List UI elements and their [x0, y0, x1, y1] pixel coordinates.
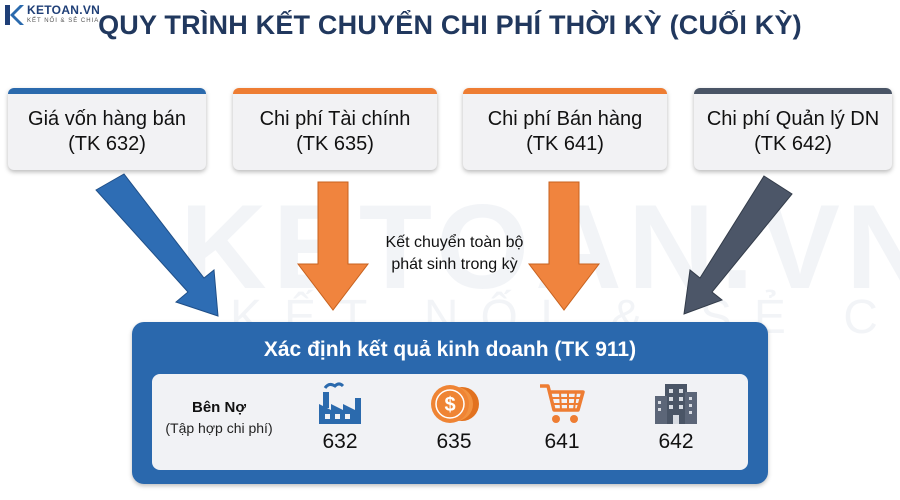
account-number: 635	[436, 430, 472, 453]
source-label: Giá vốn hàng bán	[28, 108, 186, 130]
source-code: (TK 641)	[526, 133, 604, 155]
arrow-642	[683, 175, 793, 315]
source-label: Chi phí Bán hàng	[487, 108, 643, 130]
logo-text: KETOAN.VN	[27, 3, 101, 17]
account-number: 642	[658, 430, 694, 453]
factory-icon	[319, 382, 361, 424]
debit-side-panel: Bên Nợ (Tập hợp chi phí) 632 $	[152, 374, 748, 470]
account-642: 642	[636, 382, 716, 454]
svg-text:$: $	[444, 394, 455, 416]
source-label: Chi phí Tài chính	[259, 108, 411, 130]
source-code: (TK 635)	[296, 133, 374, 155]
debit-label-group: Bên Nợ (Tập hợp chi phí)	[160, 398, 278, 438]
source-box-632: Giá vốn hàng bán (TK 632)	[8, 88, 206, 170]
source-code: (TK 632)	[68, 133, 146, 155]
arrow-635	[296, 181, 370, 311]
source-label: Chi phí Quản lý DN	[706, 108, 880, 130]
debit-label: Bên Nợ	[191, 399, 246, 416]
arrow-641	[527, 181, 601, 311]
transfer-note-line1: Kết chuyển toàn bộ	[385, 234, 524, 251]
source-code: (TK 642)	[754, 133, 832, 155]
result-title: Xác định kết quả kinh doanh (TK 911)	[263, 338, 637, 361]
office-building-icon	[655, 384, 697, 424]
transfer-note: Kết chuyển toàn bộ phát sinh trong kỳ	[362, 232, 547, 276]
arrow-632	[95, 173, 219, 317]
source-box-641: Chi phí Bán hàng (TK 641)	[463, 88, 667, 170]
debit-sublabel: (Tập hợp chi phí)	[165, 420, 273, 436]
k-logo-icon	[5, 5, 24, 25]
source-box-635: Chi phí Tài chính (TK 635)	[233, 88, 437, 170]
diagram-title: QUY TRÌNH KẾT CHUYỂN CHI PHÍ THỜI KỲ (CU…	[98, 10, 802, 40]
account-641: 641	[522, 382, 602, 454]
account-number: 641	[544, 430, 580, 453]
coins-icon: $	[431, 385, 479, 423]
transfer-note-line2: phát sinh trong kỳ	[391, 256, 518, 273]
source-box-642: Chi phí Quản lý DN (TK 642)	[694, 88, 892, 170]
shopping-cart-icon	[540, 384, 585, 423]
logo-tagline: KẾT NỐI & SẺ CHIA	[27, 18, 100, 24]
account-632: 632	[300, 382, 380, 454]
account-number: 632	[322, 430, 358, 453]
ketoan-logo: KETOAN.VN KẾT NỐI & SẺ CHIA	[4, 4, 100, 26]
account-635: $ 635	[414, 382, 494, 454]
result-box-911: Xác định kết quả kinh doanh (TK 911) Bên…	[132, 322, 768, 484]
